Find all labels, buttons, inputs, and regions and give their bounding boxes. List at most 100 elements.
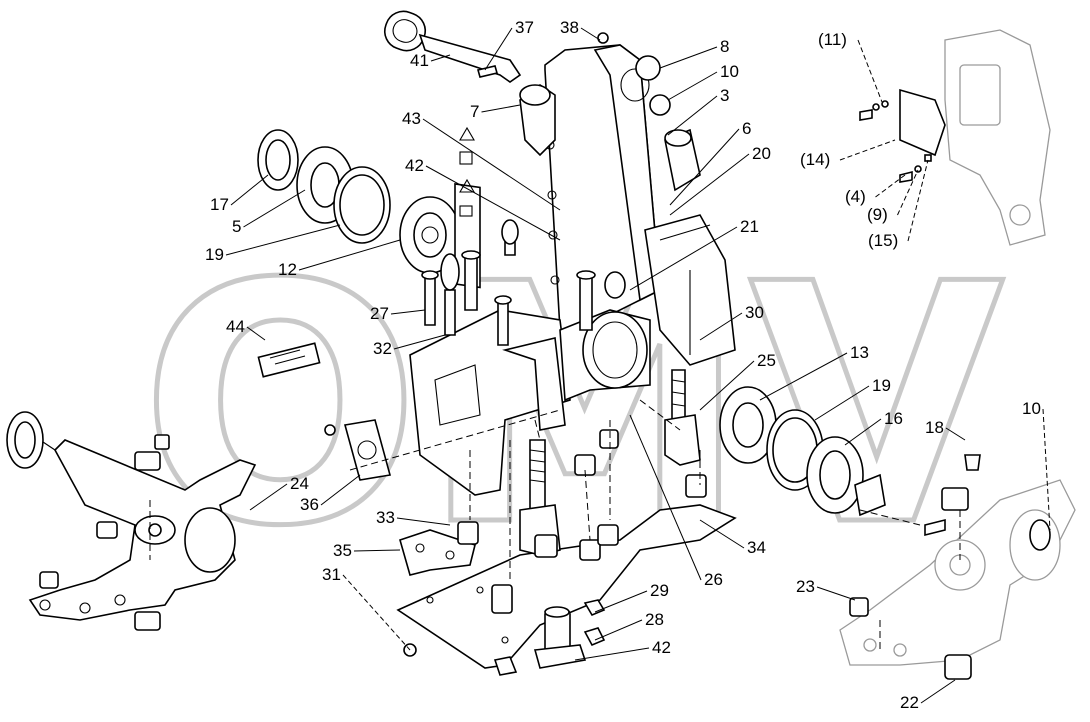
callout-number: 25	[757, 351, 776, 370]
callout-10a: 10	[667, 62, 739, 101]
leader-line	[907, 159, 929, 242]
callout-37: 37	[484, 18, 534, 71]
callout-6: 6	[669, 119, 751, 206]
callout-12: 12	[278, 239, 401, 279]
callout-number: 10	[1022, 399, 1041, 418]
callout-21: 21	[629, 217, 759, 291]
callout-17: 17	[210, 174, 269, 214]
leader-line	[920, 679, 956, 704]
leader-line	[814, 385, 870, 421]
assembly-axes	[149, 399, 961, 650]
swing-arm-left	[28, 439, 257, 621]
callout-8: 8	[659, 37, 729, 69]
leader-line	[396, 517, 451, 526]
callout-number: 8	[720, 37, 729, 56]
leader-line	[699, 519, 745, 549]
callout-31: 31	[322, 565, 411, 651]
callout-number: 23	[796, 577, 815, 596]
callout-number: 27	[370, 304, 389, 323]
callout-number: 7	[470, 102, 479, 121]
lever-rod	[383, 10, 609, 83]
callout-10b: 10	[1022, 399, 1051, 531]
spacer-plate	[399, 529, 476, 576]
callout-number: 10	[720, 62, 739, 81]
callout-15: (15)	[868, 159, 929, 250]
callout-18: 18	[925, 418, 966, 441]
small-plate-assembly	[859, 88, 946, 183]
bushings-left	[39, 434, 170, 631]
callout-number: (9)	[867, 205, 888, 224]
leader-line	[669, 153, 750, 216]
callout-number: 17	[210, 195, 229, 214]
leader-line	[246, 326, 266, 341]
callout-number: 24	[290, 474, 309, 493]
callout-number: 19	[872, 376, 891, 395]
callout-number: 42	[405, 156, 424, 175]
callout-number: (15)	[868, 231, 898, 250]
callout-13: 13	[759, 343, 869, 401]
leader-line	[669, 128, 740, 206]
callout-25: 25	[699, 351, 776, 411]
callout-number: 31	[322, 565, 341, 584]
callout-34: 34	[699, 519, 766, 557]
ghost-frame-part	[944, 29, 1051, 246]
callout-11: (11)	[818, 30, 883, 103]
bushings-middle	[403, 429, 707, 676]
leader-line	[243, 189, 306, 228]
callout-number: 21	[740, 217, 759, 236]
callout-number: 3	[720, 86, 729, 105]
callout-number: 12	[278, 260, 297, 279]
leader-line	[484, 27, 513, 71]
callout-43: 43	[402, 109, 561, 211]
callout-44: 44	[226, 317, 266, 341]
bolts-vertical	[421, 219, 596, 346]
leader-line	[629, 226, 738, 291]
leader-line	[230, 174, 269, 206]
callout-number: 26	[704, 570, 723, 589]
callout-14: (14)	[800, 139, 896, 169]
callout-35: 35	[333, 541, 401, 560]
label-plate	[257, 342, 321, 378]
leader-line	[1042, 408, 1051, 531]
callout-24: 24	[249, 474, 309, 511]
leader-line	[844, 418, 882, 446]
callout-number: 44	[226, 317, 245, 336]
callout-33: 33	[376, 508, 451, 527]
leader-line	[759, 352, 848, 401]
leader-line	[659, 46, 718, 69]
callout-19a: 19	[205, 224, 341, 264]
callout-number: 29	[650, 581, 669, 600]
callout-number: 5	[232, 217, 241, 236]
nut-left	[6, 411, 44, 469]
callout-number: (11)	[818, 30, 847, 49]
callout-number: 38	[560, 18, 579, 37]
leader-line	[430, 54, 451, 62]
base-housing	[409, 309, 651, 496]
callout-number: 32	[373, 339, 392, 358]
callout-number: 30	[745, 303, 764, 322]
callout-42a: 42	[405, 156, 561, 241]
leader-line	[699, 360, 755, 411]
callout-number: 41	[410, 51, 429, 70]
leader-line	[875, 174, 906, 198]
leader-line	[945, 427, 966, 441]
callout-number: (4)	[845, 187, 866, 206]
callout-23: 23	[796, 577, 856, 601]
leader-line	[580, 27, 601, 41]
leader-line	[353, 549, 401, 552]
callout-4: (4)	[845, 174, 906, 206]
callout-3: 3	[667, 86, 729, 136]
main-column	[544, 44, 671, 331]
leader-line	[425, 165, 561, 241]
leader-line	[422, 118, 561, 211]
leader-line	[481, 104, 521, 113]
grip-handle	[519, 84, 556, 157]
callout-number: 19	[205, 245, 224, 264]
callout-number: 36	[300, 495, 319, 514]
leader-line	[594, 590, 648, 613]
callout-number: 20	[752, 144, 771, 163]
leader-line	[839, 139, 896, 161]
callout-28: 28	[594, 610, 664, 641]
callout-29: 29	[594, 581, 669, 613]
callout-number: 34	[747, 538, 766, 557]
